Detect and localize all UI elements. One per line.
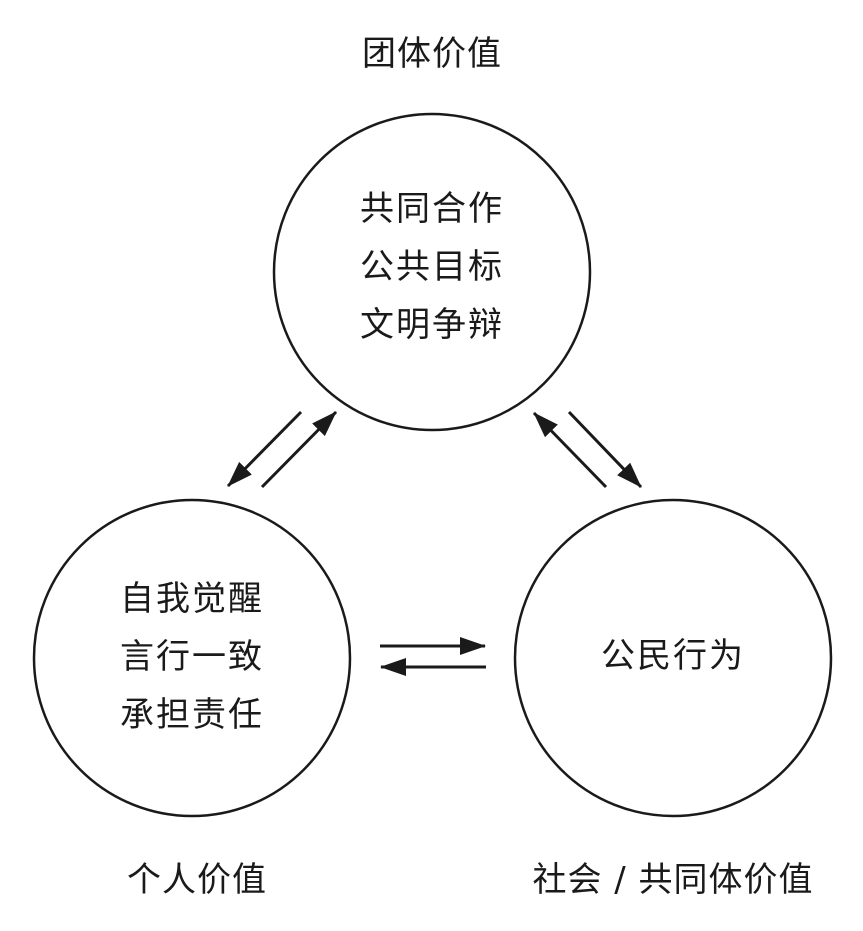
right-circle-line: 公民行为 — [601, 636, 745, 676]
arrow-right-to-top — [532, 411, 608, 489]
top-circle-line: 文明争辩 — [360, 305, 504, 345]
left-circle-line: 承担责任 — [120, 695, 264, 735]
circle-society-values — [513, 498, 833, 818]
top-circle-line: 公共目标 — [360, 247, 504, 287]
circle-individual-values — [32, 498, 352, 818]
left-circle-line: 言行一致 — [120, 637, 264, 677]
arrow-top-to-left — [226, 410, 303, 488]
left-circle-text: 自我觉醒 言行一致 承担责任 — [92, 570, 292, 744]
arrow-left-to-top — [260, 410, 338, 489]
right-caption: 社会 / 共同体价值 — [532, 860, 814, 900]
left-caption: 个人价值 — [127, 860, 267, 900]
left-circle-line: 自我觉醒 — [120, 579, 264, 619]
arrow-top-to-right — [567, 410, 643, 489]
right-circle-text: 公民行为 — [573, 627, 773, 685]
top-caption: 团体价值 — [362, 34, 502, 74]
circle-group-values — [272, 112, 592, 432]
top-circle-text: 共同合作 公共目标 文明争辩 — [332, 180, 532, 354]
top-circle-line: 共同合作 — [360, 189, 504, 229]
